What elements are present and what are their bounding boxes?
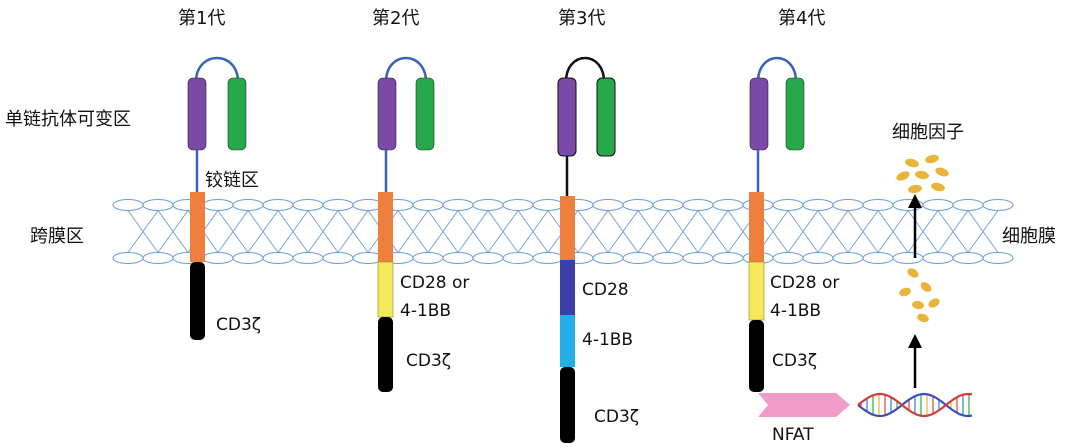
gen1-cd3z <box>190 262 205 340</box>
membrane-label: 细胞膜 <box>1002 226 1056 247</box>
gen1-cd3z-label: CD3ζ <box>216 315 261 335</box>
secretion-arrow-head <box>908 194 922 208</box>
gen3-cd3z-label: CD3ζ <box>594 407 639 427</box>
gen2-cd3z-label: CD3ζ <box>406 351 451 371</box>
gen2-costim-label-1: CD28 or <box>400 273 469 293</box>
gen1-car: CD3ζ <box>187 56 261 340</box>
gen3-41bb-label: 4-1BB <box>582 330 633 350</box>
gen3-cd28-label: CD28 <box>582 280 629 300</box>
hinge-label: 铰链区 <box>205 170 259 191</box>
gen2-vh <box>377 77 397 151</box>
gen2-costim <box>377 261 394 318</box>
gen2-linker <box>384 56 428 83</box>
gen1-vl <box>227 77 247 151</box>
nfat-arrow <box>758 393 850 417</box>
scfv-label: 单链抗体可变区 <box>5 109 131 130</box>
gen1-transmembrane <box>190 192 205 262</box>
gen4-title: 第4代 <box>778 8 825 29</box>
gen3-cd3z <box>560 367 575 443</box>
gen2-vl <box>415 77 435 151</box>
gen1-linker <box>194 56 240 83</box>
gen3-transmembrane <box>560 196 575 260</box>
gen2-car: CD28 or 4-1BB CD3ζ <box>377 56 469 392</box>
gen3-car: CD28 4-1BB CD3ζ <box>557 56 639 443</box>
gen4-transmembrane <box>749 192 764 262</box>
gen2-cd3z <box>378 317 393 392</box>
transcription-arrow-head <box>908 334 922 348</box>
gen4-cd3z-label: CD3ζ <box>772 351 817 371</box>
cytokine-granules-extracellular <box>896 154 949 194</box>
gen2-costim-label-2: 4-1BB <box>400 301 451 321</box>
gen1-title: 第1代 <box>178 8 225 29</box>
gen3-vl <box>596 77 616 157</box>
gen3-cd28 <box>560 260 575 315</box>
gen4-car: CD28 or 4-1BB CD3ζ NFAT <box>748 56 973 445</box>
cytokine-label: 细胞因子 <box>892 122 964 143</box>
cytokine-granules-intracellular <box>899 268 940 323</box>
dna-helix-icon <box>857 392 973 418</box>
gen3-title: 第3代 <box>558 8 605 29</box>
gen1-vh <box>187 77 207 151</box>
gen3-41bb <box>560 315 575 367</box>
gen4-cd3z <box>749 320 764 392</box>
nfat-label: NFAT <box>772 425 814 445</box>
gen3-vh <box>557 77 577 157</box>
gen2-title: 第2代 <box>372 8 419 29</box>
gen4-linker <box>756 56 798 83</box>
transmembrane-label: 跨膜区 <box>30 226 84 247</box>
gen4-vl <box>785 77 805 151</box>
gen4-costim-label-1: CD28 or <box>770 273 839 293</box>
gen4-costim <box>748 261 765 321</box>
gen4-vh <box>749 77 769 151</box>
gen4-costim-label-2: 4-1BB <box>770 301 821 321</box>
gen3-linker <box>564 56 606 83</box>
gen2-transmembrane <box>378 192 393 262</box>
